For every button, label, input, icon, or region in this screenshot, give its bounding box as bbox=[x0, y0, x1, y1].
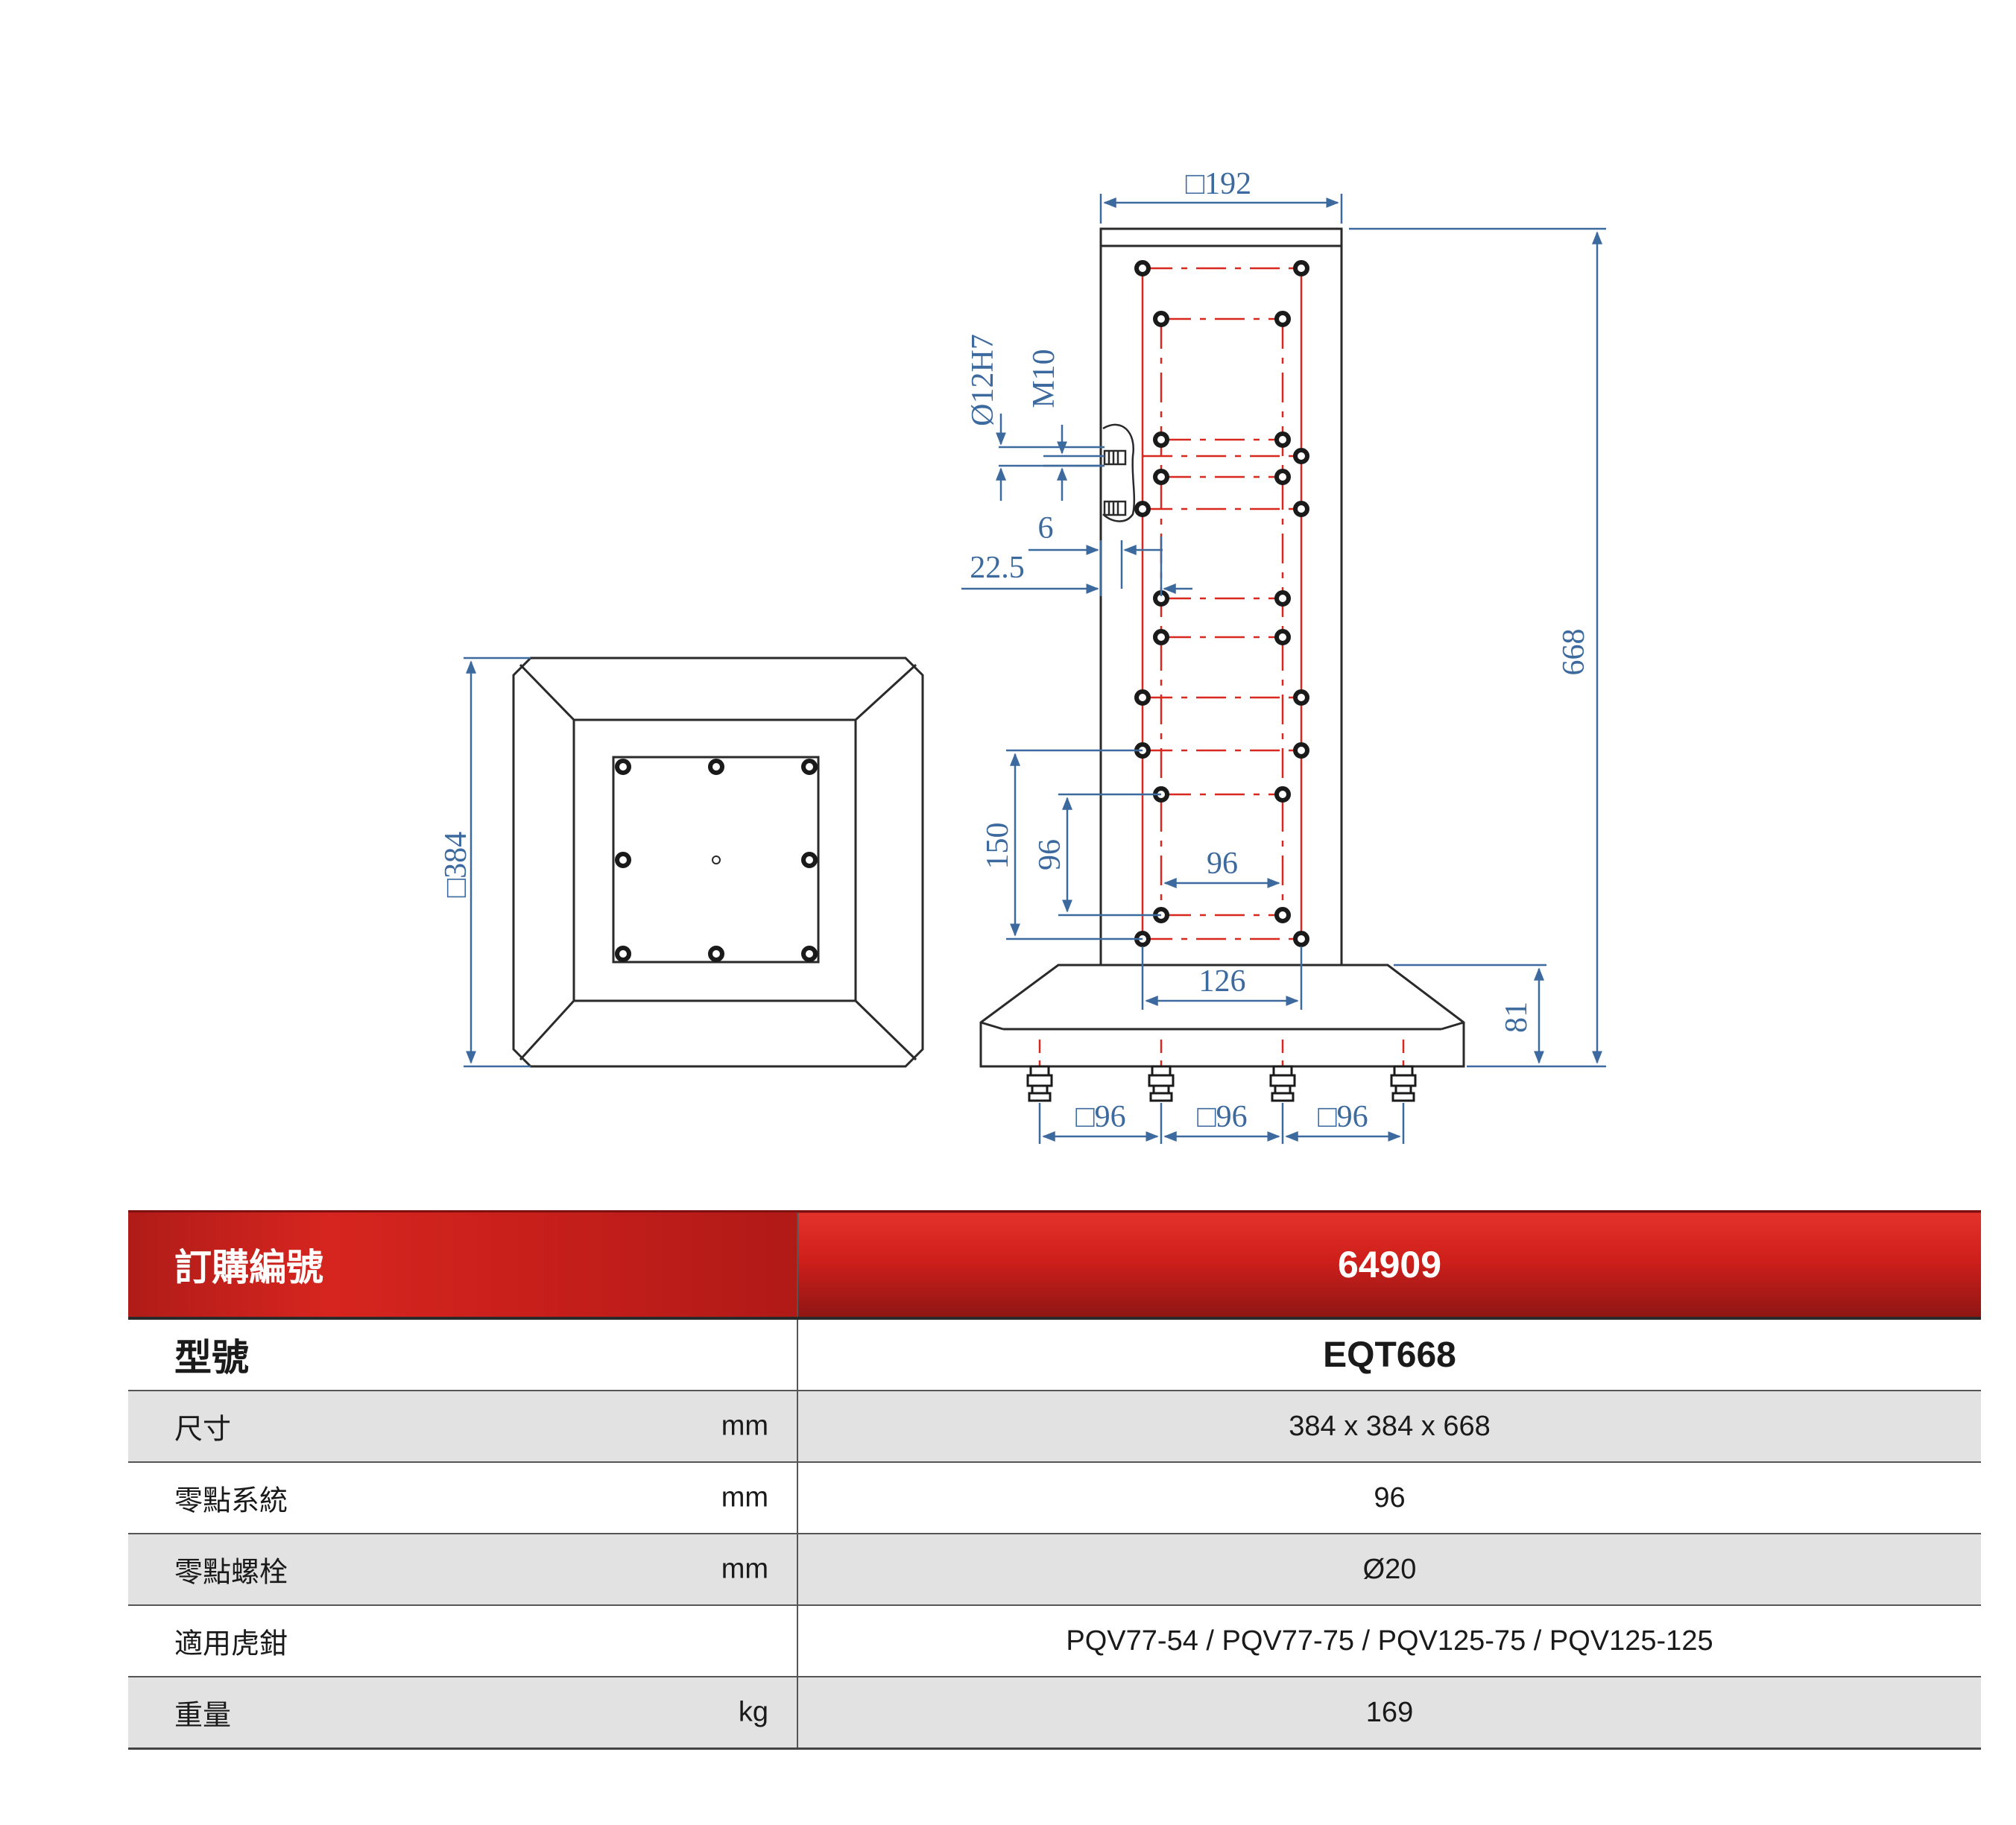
model-row: 型號 EQT668 bbox=[128, 1318, 1981, 1391]
dim-pitch-96-vertical-label: 96 bbox=[1033, 839, 1067, 870]
dim-base-square bbox=[464, 657, 531, 1068]
dim-base-height-label: 81 bbox=[1500, 1002, 1534, 1033]
dim-bottom-pitch-1-label: □96 bbox=[1075, 1100, 1125, 1134]
spec-row-value: PQV77-54 / PQV77-75 / PQV125-75 / PQV125… bbox=[797, 1605, 1981, 1677]
spec-row-value: 169 bbox=[797, 1677, 1981, 1749]
model-value: EQT668 bbox=[797, 1318, 1981, 1391]
spec-row-label: 尺寸 bbox=[174, 1414, 232, 1446]
spec-row-applicable-vise: 適用虎鉗 PQV77-54 / PQV77-75 / PQV125-75 / P… bbox=[128, 1605, 1981, 1677]
dim-overall-height-label: 668 bbox=[1557, 629, 1591, 676]
order-number-value: 64909 bbox=[797, 1210, 1981, 1320]
model-label-cell: 型號 bbox=[128, 1318, 798, 1391]
spec-row-label-cell: 重量 kg bbox=[128, 1677, 798, 1749]
center-hole bbox=[712, 855, 721, 864]
locating-pin-detail bbox=[1102, 423, 1136, 522]
spec-row-unit: mm bbox=[721, 1481, 768, 1514]
dim-offset-large-label: 22.5 bbox=[970, 551, 1025, 585]
spec-row-label-cell: 適用虎鉗 bbox=[128, 1605, 798, 1677]
order-number-label-cell: 訂購編號 bbox=[128, 1210, 798, 1320]
spec-row-size: 尺寸 mm 384 x 384 x 668 bbox=[128, 1391, 1981, 1462]
dim-pitch-150-label: 150 bbox=[981, 823, 1015, 870]
spec-row-value: 384 x 384 x 668 bbox=[797, 1391, 1981, 1462]
spec-row-label: 重量 bbox=[174, 1700, 232, 1732]
dim-offset-small-label: 6 bbox=[1038, 511, 1054, 545]
spec-row-unit: mm bbox=[721, 1553, 768, 1585]
top-view-bolt-holes bbox=[615, 759, 818, 962]
spec-row-value: Ø20 bbox=[797, 1534, 1981, 1605]
side-view bbox=[979, 227, 1465, 1068]
model-label: 型號 bbox=[174, 1337, 249, 1379]
top-view bbox=[512, 657, 924, 1068]
centerlines bbox=[1038, 267, 1405, 1081]
spec-row-unit: mm bbox=[721, 1410, 768, 1442]
spec-row-label-cell: 零點系統 mm bbox=[128, 1462, 798, 1534]
spec-row-label-cell: 零點螺栓 mm bbox=[128, 1534, 798, 1605]
spec-row-weight: 重量 kg 169 bbox=[128, 1677, 1981, 1749]
dim-bottom-pitch-2-label: □96 bbox=[1197, 1100, 1247, 1134]
spec-row-unit: kg bbox=[738, 1696, 768, 1728]
technical-drawing: □384 bbox=[439, 167, 1606, 1144]
dim-pitch-96-horizontal-label: 96 bbox=[1207, 847, 1238, 881]
dimension-lines bbox=[961, 194, 1606, 1144]
spec-row-zero-point-system: 零點系統 mm 96 bbox=[128, 1462, 1981, 1534]
dim-base-square-label: □384 bbox=[439, 832, 473, 897]
spec-table: 訂購編號 64909 型號 EQT668 尺寸 mm 384 x 384 x 6… bbox=[128, 1210, 1981, 1750]
spec-row-label: 零點系統 bbox=[174, 1485, 288, 1517]
side-view-holes bbox=[1134, 260, 1309, 947]
dim-pin-bore-label: Ø12H7 bbox=[966, 334, 1000, 426]
spec-row-label: 適用虎鉗 bbox=[174, 1628, 288, 1660]
spec-row-zero-point-bolt: 零點螺栓 mm Ø20 bbox=[128, 1534, 1981, 1605]
spec-row-label: 零點螺栓 bbox=[174, 1557, 288, 1589]
spec-row-value: 96 bbox=[797, 1462, 1981, 1534]
dim-thread-label: M10 bbox=[1027, 349, 1061, 408]
order-number-label: 訂購編號 bbox=[174, 1247, 323, 1288]
zero-point-bolts bbox=[1026, 1065, 1417, 1102]
dim-span-126-label: 126 bbox=[1199, 964, 1246, 999]
dim-bottom-pitch-3-label: □96 bbox=[1318, 1100, 1368, 1134]
spec-row-label-cell: 尺寸 mm bbox=[128, 1391, 798, 1462]
order-number-row: 訂購編號 64909 bbox=[128, 1210, 1981, 1320]
dim-top-width-label: □192 bbox=[1186, 167, 1251, 201]
